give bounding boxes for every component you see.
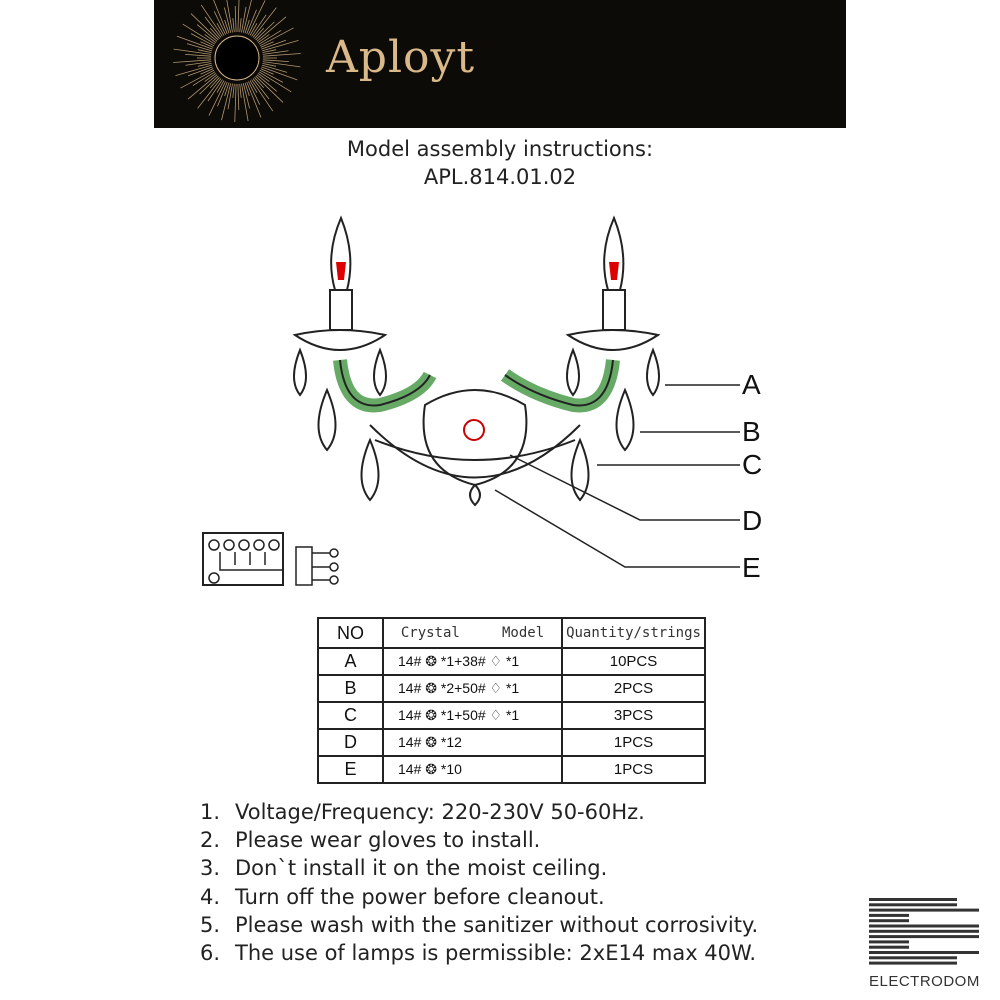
note-item: 6. The use of lamps is permissible: 2xE14… xyxy=(200,939,758,967)
cell-model: 14# ❂ *1+50# ♢ *1 xyxy=(382,701,563,730)
cell-no: A xyxy=(317,647,384,676)
cell-model: 14# ❂ *10 xyxy=(382,755,563,784)
label-c: C xyxy=(742,449,763,480)
note-text: Please wash with the sanitizer without c… xyxy=(235,912,759,937)
note-number: 1. xyxy=(200,800,221,824)
header-model: Crystal Model xyxy=(382,617,563,649)
cell-qty: 10PCS xyxy=(561,647,706,676)
brand-logo: Aployt xyxy=(326,32,476,83)
note-item: 5. Please wash with the sanitizer without… xyxy=(200,911,758,939)
cell-no: B xyxy=(317,674,384,703)
chandelier-diagram xyxy=(202,215,740,586)
table-header: NO Crystal Model Quantity/strings xyxy=(317,617,706,649)
note-text: Turn off the power before cleanout. xyxy=(235,884,605,909)
cell-qty: 1PCS xyxy=(561,728,706,757)
note-item: 3. Don`t install it on the moist ceiling. xyxy=(200,854,758,882)
note-number: 3. xyxy=(200,856,221,881)
note-item: 4. Turn off the power before cleanout. xyxy=(200,883,758,911)
label-d: D xyxy=(742,505,763,536)
label-a: A xyxy=(742,369,761,400)
electrodom-text: ELECTRODOM xyxy=(869,973,980,990)
cell-no: E xyxy=(317,755,384,784)
note-text: Please wear gloves to install. xyxy=(235,828,541,853)
note-number: 2. xyxy=(200,828,221,853)
note-number: 5. xyxy=(200,912,221,937)
note-text: The use of lamps is permissible: 2xE14 m… xyxy=(235,941,757,966)
label-b: B xyxy=(742,416,761,447)
page-title: Model assembly instructions: xyxy=(346,137,654,161)
header-no: NO xyxy=(317,617,384,649)
cell-qty: 1PCS xyxy=(561,755,706,784)
note-number: 6. xyxy=(200,941,221,966)
notes-list: 1.Voltage/Frequency: 220-230V 50-60Hz.2.… xyxy=(200,798,758,967)
label-e: E xyxy=(742,552,761,583)
cell-qty: 2PCS xyxy=(561,674,706,703)
note-text: Don`t install it on the moist ceiling. xyxy=(235,856,608,881)
cell-model: 14# ❂ *12 xyxy=(382,728,563,757)
cell-model: 14# ❂ *2+50# ♢ *1 xyxy=(382,674,563,703)
note-number: 4. xyxy=(200,884,221,909)
cell-no: C xyxy=(317,701,384,730)
note-item: 1. Voltage/Frequency: 220-230V 50-60Hz. xyxy=(200,798,758,826)
cell-model: 14# ❂ *1+38# ♢ *1 xyxy=(382,647,563,676)
sunburst-decoration xyxy=(173,0,301,122)
header-banner: Aployt xyxy=(154,0,846,128)
note-item: 2. Please wear gloves to install. xyxy=(200,826,758,854)
header-qty: Quantity/strings xyxy=(561,617,706,649)
model-number: APL.814.01.02 xyxy=(423,165,577,189)
cell-qty: 3PCS xyxy=(561,701,706,730)
electrodom-logo xyxy=(869,898,979,965)
note-text: Voltage/Frequency: 220-230V 50-60Hz. xyxy=(235,800,645,824)
cell-no: D xyxy=(317,728,384,757)
